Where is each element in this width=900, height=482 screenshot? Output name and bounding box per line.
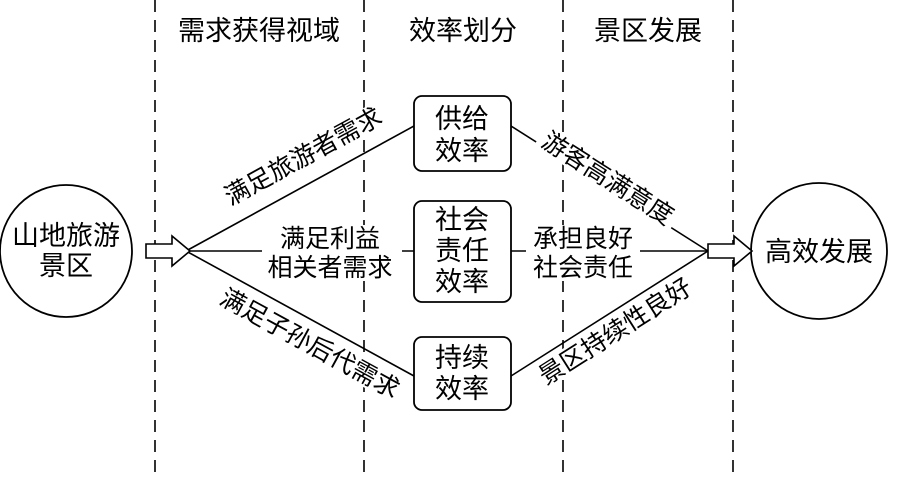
connector-right-bottom [510, 250, 709, 377]
box-social-line2: 责任 [435, 236, 489, 267]
start-node: 山地旅游 景区 [0, 184, 133, 318]
label-left-mid-1: 满足利益 [280, 224, 380, 253]
header-efficiency: 效率划分 [409, 16, 517, 47]
box-sustain-line2: 效率 [435, 374, 489, 405]
header-development: 景区发展 [594, 16, 702, 47]
label-right-mid-1: 承担良好 [533, 224, 633, 253]
label-left-mid-2: 相关者需求 [267, 253, 392, 282]
connector-left-bottom [185, 250, 415, 377]
label-right-top: 游客高满意度 [537, 126, 679, 231]
label-left-top: 满足旅游者需求 [220, 102, 387, 211]
end-node-label: 高效发展 [765, 237, 873, 268]
box-social-line1: 社会 [435, 205, 489, 236]
start-node-line2: 景区 [39, 251, 93, 282]
box-supply-line1: 供给 [435, 104, 489, 135]
label-right-bottom: 景区持续性良好 [534, 272, 697, 390]
box-sustain: 持续 效率 [413, 336, 512, 411]
box-social: 社会 责任 效率 [413, 200, 512, 303]
header-needs: 需求获得视域 [178, 16, 340, 47]
end-node: 高效发展 [750, 182, 888, 320]
start-node-line1: 山地旅游 [12, 221, 120, 252]
box-sustain-line1: 持续 [435, 343, 489, 374]
connector-left-top [185, 125, 415, 252]
box-supply: 供给 效率 [413, 95, 512, 172]
arrow-in-icon [145, 234, 192, 268]
arrow-out-icon [707, 234, 754, 268]
label-left-bottom: 满足子孙后代需求 [215, 283, 404, 404]
box-supply-line2: 效率 [435, 136, 489, 167]
label-right-mid-2: 社会责任 [533, 253, 633, 282]
box-social-line3: 效率 [435, 267, 489, 298]
